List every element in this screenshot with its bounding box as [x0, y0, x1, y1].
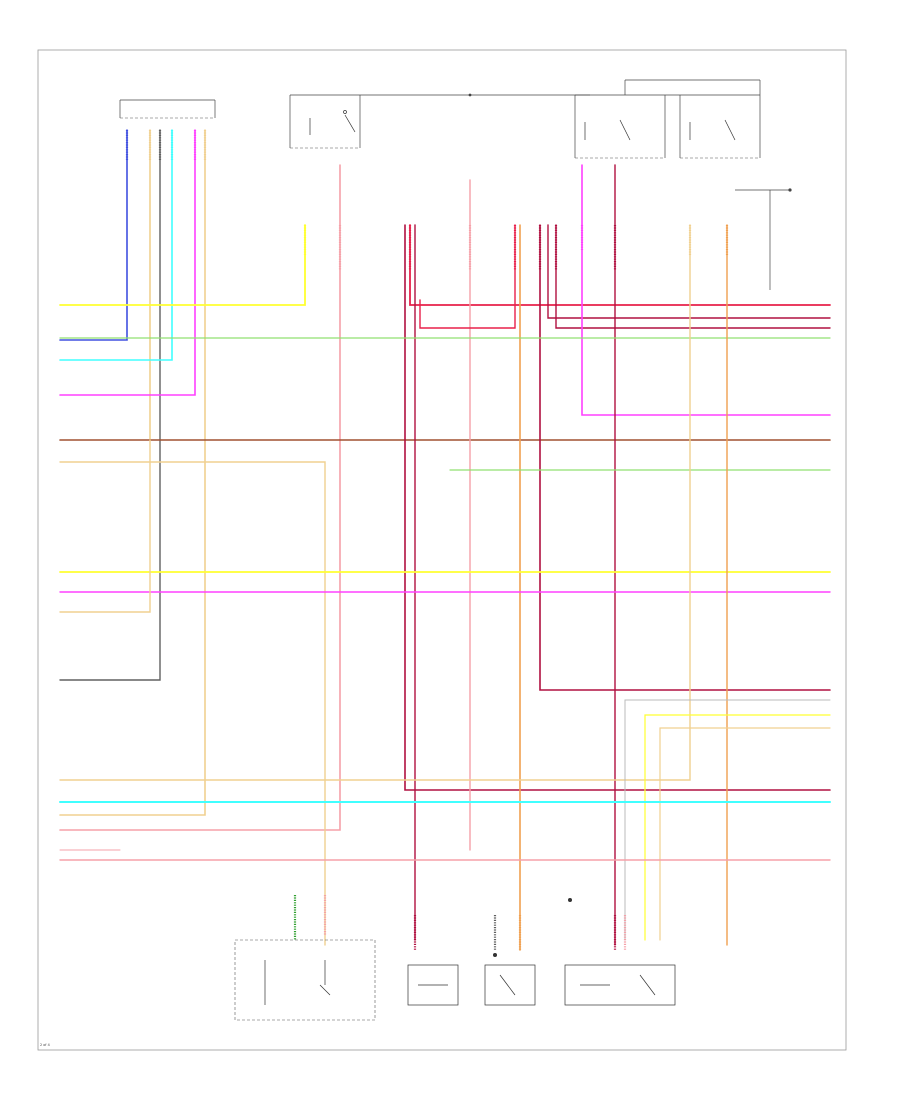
wire-dkred-4	[547, 224, 831, 319]
wire-gray	[59, 129, 161, 681]
wire-harness	[59, 129, 831, 951]
wire-red	[409, 224, 831, 306]
hot-at-all-times-relay-block	[289, 93, 590, 149]
wire-tan-2	[59, 129, 206, 816]
wire-magenta-top	[59, 129, 196, 396]
top-left-connector-block	[119, 99, 216, 119]
wire-cyan-top	[59, 129, 173, 361]
wire-pink-main	[59, 164, 341, 831]
diagram-frame	[37, 49, 847, 1051]
page-number: 2 of 4	[40, 1043, 50, 1047]
wire-dkred-5	[555, 224, 831, 329]
wire-tan-3	[59, 461, 326, 946]
wire-tan-4	[59, 439, 151, 613]
wire-red-short	[419, 224, 516, 329]
wire-dkred-3	[539, 224, 831, 691]
component-bottom-2	[484, 953, 536, 1006]
component-bottom-3	[564, 898, 676, 1006]
right-relay-block	[574, 79, 792, 290]
wire-yellow-right	[644, 714, 831, 941]
wire-tan-5	[59, 224, 691, 781]
wire-blue	[59, 129, 128, 341]
wire-dkred-1	[404, 224, 831, 791]
component-left-dashed-box	[234, 939, 376, 1021]
connector-stubs	[125, 130, 729, 950]
wire-tan-right	[659, 727, 831, 941]
wire-magenta-right	[581, 164, 831, 416]
component-bottom-1	[407, 964, 459, 1006]
wire-yellow-top	[59, 224, 306, 306]
